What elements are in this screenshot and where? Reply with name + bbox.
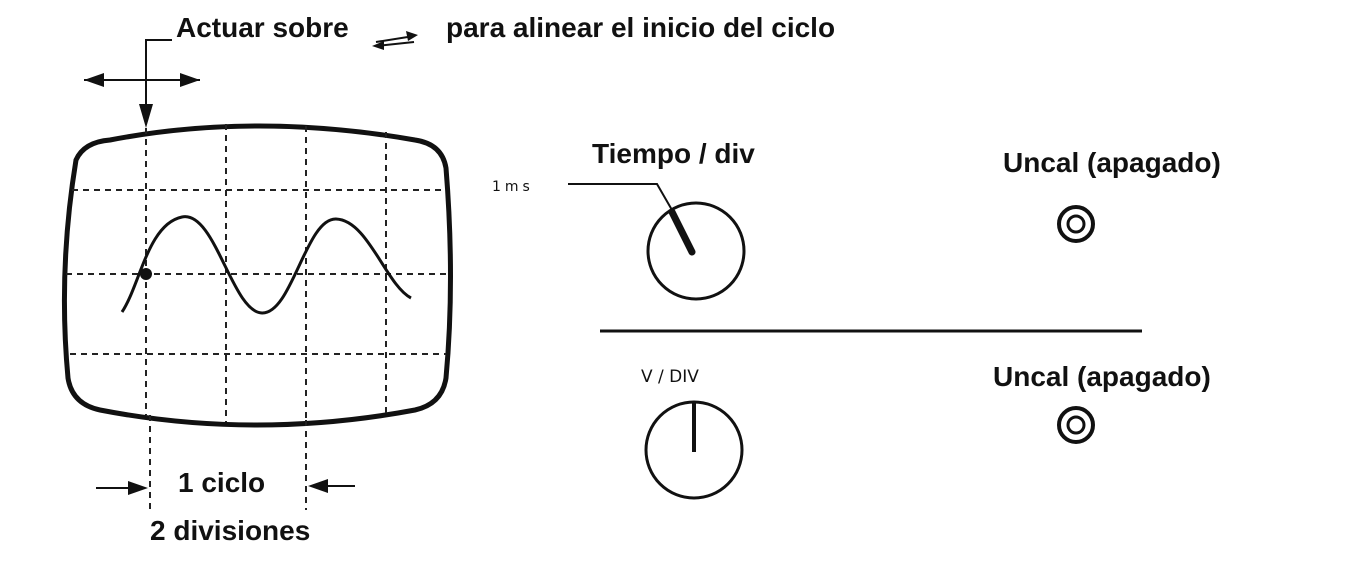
cycle-start-arrow-icon xyxy=(96,481,148,495)
oscilloscope-screen: 1 ciclo 2 divisiones xyxy=(61,123,453,546)
volt-div-title: V / DIV xyxy=(641,367,699,387)
time-div-title: Tiempo / div xyxy=(592,138,755,169)
screen-grid xyxy=(66,124,450,422)
instruction-group: Actuar sobre para alinear el inicio del … xyxy=(84,12,835,128)
horizontal-double-arrow-icon xyxy=(84,73,200,87)
cycle-label: 1 ciclo xyxy=(178,467,265,498)
time-uncal-lamp-icon xyxy=(1057,205,1095,243)
setting-leader-line xyxy=(568,183,673,211)
time-knob-pointer xyxy=(668,208,696,256)
time-div-knob[interactable] xyxy=(646,201,746,301)
volt-uncal-lamp-icon xyxy=(1057,406,1095,444)
waveform-trace xyxy=(120,215,412,315)
screen-bezel xyxy=(61,123,453,428)
cycle-start-marker xyxy=(140,268,152,280)
divisions-label: 2 divisiones xyxy=(150,515,310,546)
time-setting-label: 1ms xyxy=(492,179,534,195)
pointer-line xyxy=(145,39,172,115)
position-control-icon xyxy=(372,31,418,50)
pointer-arrowhead xyxy=(139,104,153,128)
instruction-before: Actuar sobre xyxy=(176,12,349,43)
cycle-end-arrow-icon xyxy=(308,479,355,493)
time-control: Tiempo / div 1ms Uncal (apagado) xyxy=(492,138,1221,301)
volt-control: V / DIV Uncal (apagado) xyxy=(641,361,1211,500)
volt-div-knob[interactable] xyxy=(644,400,744,500)
volt-uncal-label: Uncal (apagado) xyxy=(993,361,1211,392)
instruction-after: para alinear el inicio del ciclo xyxy=(446,12,835,43)
time-uncal-label: Uncal (apagado) xyxy=(1003,147,1221,178)
